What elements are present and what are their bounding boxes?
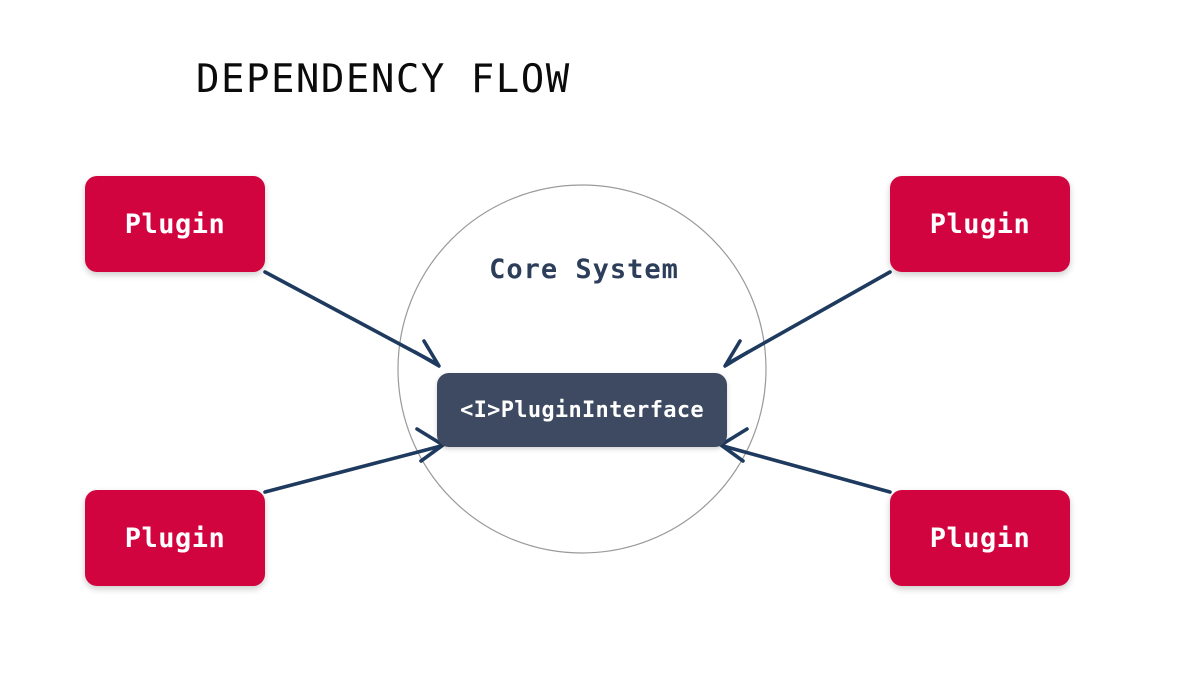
page-title: DEPENDENCY FLOW: [196, 57, 571, 102]
plugin-label: Plugin: [929, 522, 1031, 554]
plugin-interface-node[interactable]: <I>PluginInterface: [437, 373, 727, 447]
arrow-bottom-right-to-interface: [719, 427, 892, 494]
plugin-label: Plugin: [124, 522, 226, 554]
arrow-bottom-left-to-interface: [263, 427, 445, 494]
plugin-interface-label: <I>PluginInterface: [460, 397, 704, 423]
plugin-label: Plugin: [929, 208, 1031, 240]
core-system-circle: [397, 184, 767, 554]
arrow-top-right-to-interface: [723, 270, 892, 368]
arrow-top-left-to-interface: [263, 270, 441, 368]
plugin-label: Plugin: [124, 208, 226, 240]
plugin-node-top-right[interactable]: Plugin: [890, 176, 1070, 272]
core-system-label: Core System: [489, 254, 679, 285]
plugin-node-top-left[interactable]: Plugin: [85, 176, 265, 272]
plugin-node-bottom-left[interactable]: Plugin: [85, 490, 265, 586]
plugin-node-bottom-right[interactable]: Plugin: [890, 490, 1070, 586]
